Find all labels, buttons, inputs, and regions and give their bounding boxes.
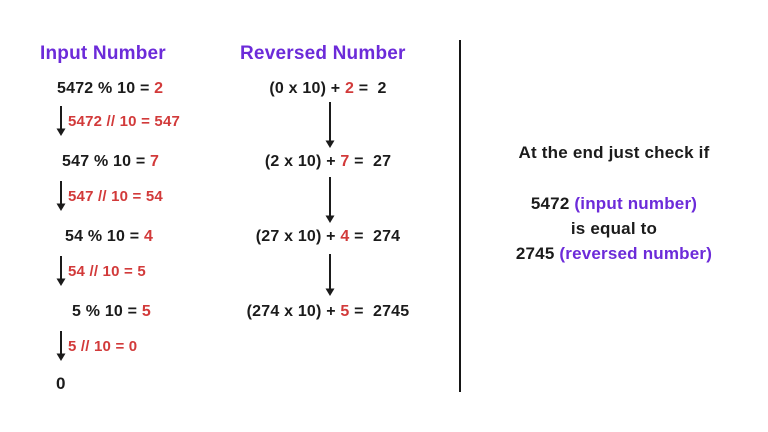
reverse-step-1-digit: 2 [344, 80, 355, 97]
check-note-line3: is equal to [570, 219, 658, 238]
reverse-step-1-result: = 2 [354, 80, 387, 97]
mod-step-3: 54 % 10 = 4 [65, 228, 153, 246]
reverse-step-3-prefix: (27 x 10) + [255, 228, 341, 245]
check-note-line1: At the end just check if [518, 143, 710, 162]
reverse-step-3-digit: 4 [340, 228, 350, 245]
reverse-step-4: (274 x 10) + 5 = 2745 [232, 303, 424, 321]
mod-step-4: 5 % 10 = 5 [72, 303, 151, 321]
reverse-step-4-prefix: (274 x 10) + [246, 303, 341, 320]
reverse-step-2-digit: 7 [340, 153, 350, 170]
mod-step-3-remainder: 4 [143, 228, 154, 245]
floor-div-note-3: 54 // 10 = 5 [68, 263, 146, 280]
reverse-step-1-prefix: (0 x 10) + [269, 80, 345, 97]
down-arrow-icon [56, 106, 66, 136]
down-arrow-icon [325, 102, 335, 148]
vertical-divider [459, 40, 461, 392]
mod-step-3-expression: 54 % 10 = [65, 228, 144, 245]
input-number-value: 5472 [530, 194, 575, 213]
final-quotient-zero: 0 [56, 374, 66, 393]
reversed-number-label: (reversed number) [559, 244, 713, 263]
reverse-step-3-result: = 274 [349, 228, 401, 245]
down-arrow-icon [56, 256, 66, 286]
reversed-number-value: 2745 [515, 244, 560, 263]
mod-step-4-expression: 5 % 10 = [72, 303, 142, 320]
mod-step-1-remainder: 2 [154, 80, 164, 97]
reversed-number-heading: Reversed Number [240, 43, 406, 64]
reverse-step-3: (27 x 10) + 4 = 274 [232, 228, 424, 246]
floor-div-note-4: 5 // 10 = 0 [68, 338, 138, 355]
mod-step-1: 5472 % 10 = 2 [57, 80, 163, 98]
reverse-step-2-result: = 27 [349, 153, 392, 170]
down-arrow-icon [325, 254, 335, 296]
reverse-step-4-result: = 2745 [349, 303, 410, 320]
down-arrow-icon [56, 331, 66, 361]
mod-step-4-remainder: 5 [141, 303, 151, 320]
check-note-line2: 5472 (input number) [462, 194, 766, 214]
check-note-line4: 2745 (reversed number) [462, 244, 766, 264]
down-arrow-icon [56, 181, 66, 211]
floor-div-note-1: 5472 // 10 = 547 [68, 113, 181, 130]
mod-step-1-expression: 5472 % 10 = [57, 80, 155, 97]
mod-step-2-remainder: 7 [150, 153, 160, 170]
reverse-step-4-digit: 5 [340, 303, 350, 320]
down-arrow-icon [325, 177, 335, 223]
mod-step-2: 547 % 10 = 7 [62, 153, 159, 171]
input-number-label: (input number) [574, 194, 698, 213]
reverse-step-1: (0 x 10) + 2 = 2 [232, 80, 424, 98]
mod-step-2-expression: 547 % 10 = [62, 153, 151, 170]
reverse-step-2-prefix: (2 x 10) + [264, 153, 341, 170]
reverse-step-2: (2 x 10) + 7 = 27 [232, 153, 424, 171]
floor-div-note-2: 547 // 10 = 54 [68, 188, 163, 205]
input-number-heading: Input Number [40, 43, 166, 64]
